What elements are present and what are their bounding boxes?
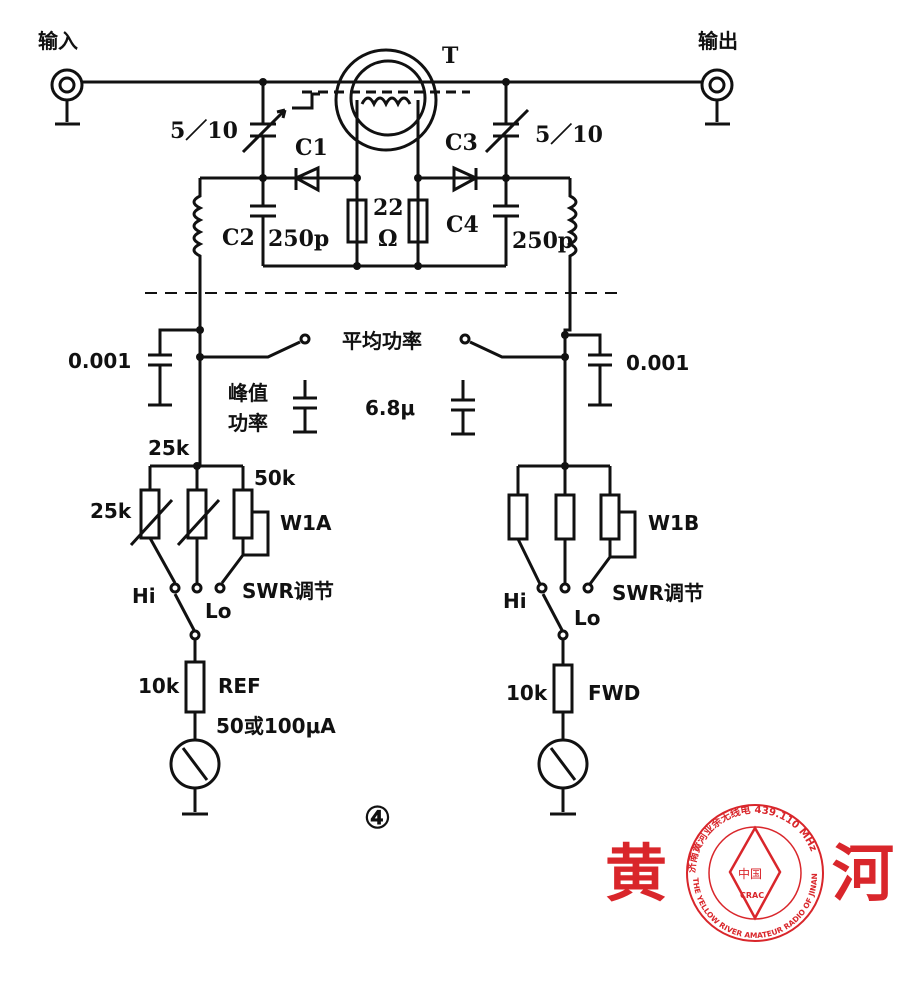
lo-left-label: Lo xyxy=(205,599,231,623)
c2-label: C2 xyxy=(222,225,255,251)
lo-right-label: Lo xyxy=(574,606,600,630)
r10k-right-label: 10k xyxy=(506,681,548,705)
fwd-label: FWD xyxy=(588,681,640,705)
swr-right-label: SWR调节 xyxy=(612,581,704,605)
c4-label: C4 xyxy=(446,212,479,238)
logo-left-char: 黄 xyxy=(605,837,667,910)
r25k-left-label: 25k xyxy=(90,499,132,523)
r25k-top-label: 25k xyxy=(148,436,190,460)
cap-6-8-label: 6.8μ xyxy=(365,396,415,420)
logo-badge: CRAC xyxy=(740,891,764,900)
trimmer-right-label: 5／10 xyxy=(535,122,603,148)
junction-dots xyxy=(193,78,569,470)
c4-value: 250p xyxy=(512,228,573,254)
transformer-label: T xyxy=(442,43,459,69)
resistor-unit: Ω xyxy=(378,226,398,252)
average-power-label: 平均功率 xyxy=(342,329,422,353)
meter-label: 50或100μA xyxy=(216,714,336,738)
logo: 黄 河 中国 CRAC 济南黄河业余无线电 439.110 MHz THE YE… xyxy=(605,803,894,942)
resistor-value: 22 xyxy=(373,195,404,221)
svg-text:济南黄河业余无线电 439.110 MHz: 济南黄河业余无线电 439.110 MHz xyxy=(685,803,819,873)
hi-right-label: Hi xyxy=(503,589,527,613)
r50k-label: 50k xyxy=(254,466,296,490)
peak-power-label: 峰值 xyxy=(228,381,268,405)
logo-right-char: 河 xyxy=(832,837,894,910)
logo-ring-top: 济南黄河业余无线电 439.110 MHz xyxy=(685,803,819,873)
peak-power-label-2: 功率 xyxy=(228,411,268,435)
figure-number: ④ xyxy=(364,801,391,836)
c1-label: C1 xyxy=(295,135,328,161)
c2-value: 250p xyxy=(268,226,329,252)
hi-left-label: Hi xyxy=(132,584,156,608)
trimmer-left-label: 5／10 xyxy=(170,118,238,144)
logo-center: 中国 xyxy=(738,866,762,881)
output-label: 输出 xyxy=(698,29,738,53)
c3-label: C3 xyxy=(445,130,478,156)
wires xyxy=(50,48,734,816)
input-label: 输入 xyxy=(38,29,78,53)
swr-left-label: SWR调节 xyxy=(242,579,334,603)
ref-label: REF xyxy=(218,674,261,698)
w1b-label: W1B xyxy=(648,511,699,535)
r10k-left-label: 10k xyxy=(138,674,180,698)
cap-right-label: 0.001 xyxy=(626,351,689,375)
labels: 输入 输出 T 5／10 5／10 C1 C3 C2 250p C4 250p … xyxy=(38,29,738,836)
w1a-label: W1A xyxy=(280,511,332,535)
cap-left-label: 0.001 xyxy=(68,349,131,373)
